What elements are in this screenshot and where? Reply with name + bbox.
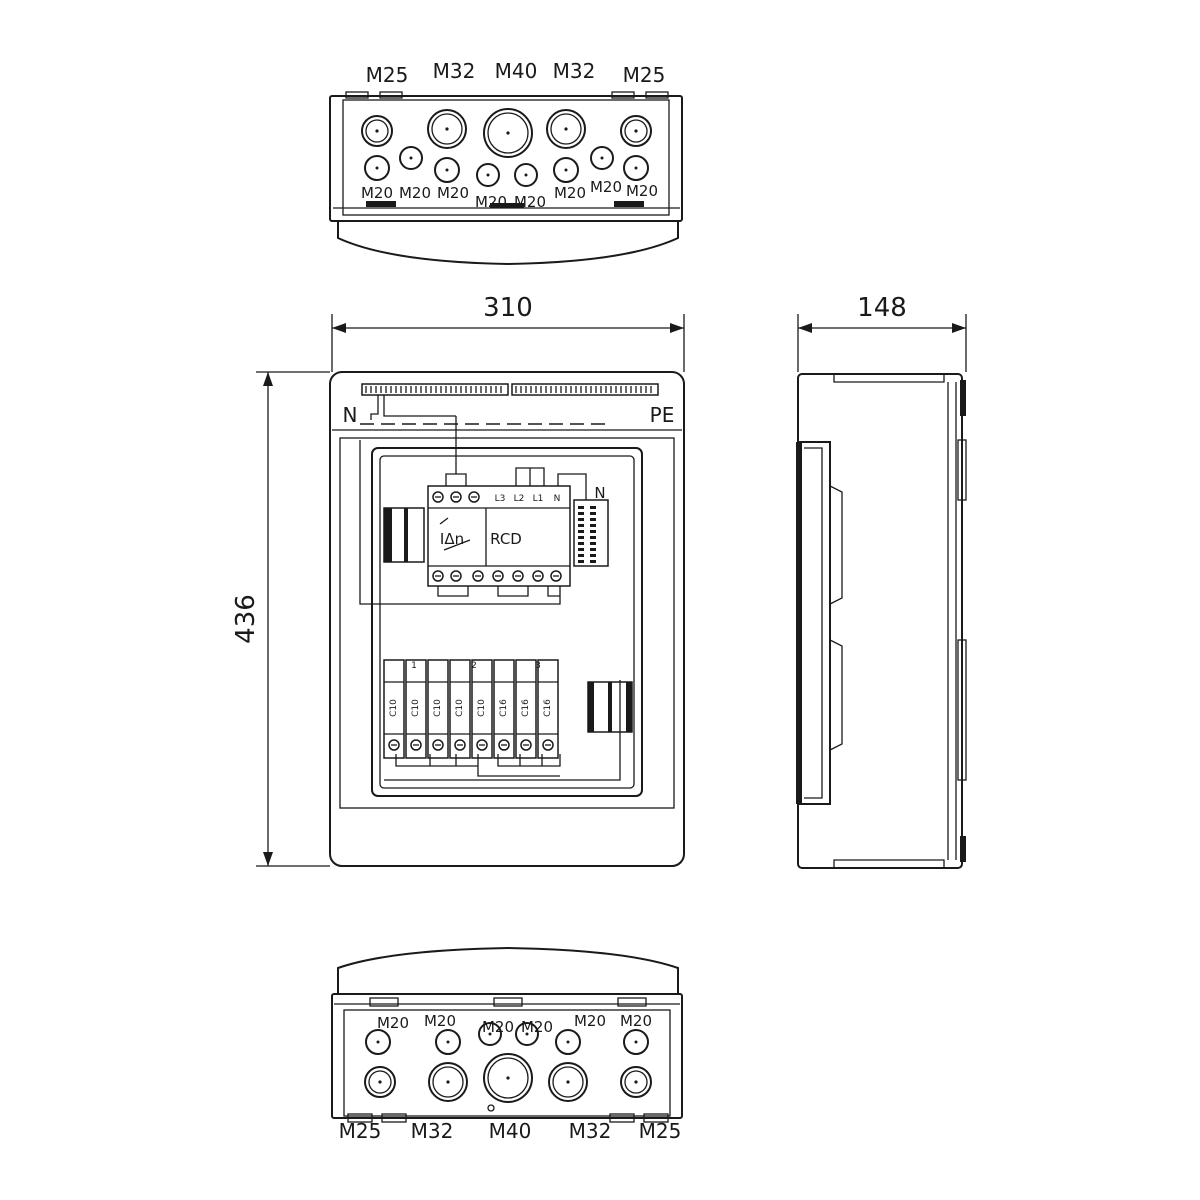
top-label-m20-7: M20 [590, 178, 622, 196]
rcd-blank-module [383, 507, 425, 563]
top-knockout-m40 [483, 108, 533, 158]
bottom-label-m20-1: M20 [377, 1014, 409, 1032]
top-knockout-m32-right [546, 109, 586, 149]
top-knockout-m25-left [361, 115, 393, 147]
top-label-m20-4: M20 [475, 193, 507, 211]
bottom-knockout-m40 [483, 1053, 533, 1103]
n-block-label: N [594, 484, 605, 502]
top-label-m20-8: M20 [626, 182, 658, 200]
mcb-group-1: 1 [411, 661, 417, 671]
front-view: N PE RCD IΔn L3 L2 L1 N [329, 371, 685, 867]
mcb-module: C10 [383, 659, 405, 759]
top-knockout-m25-right [620, 115, 652, 147]
bottom-label-m25-left: M25 [339, 1119, 382, 1143]
top-label-m20-2: M20 [399, 184, 431, 202]
rcd-terminal-n: N [554, 494, 561, 504]
top-label-m25-right: M25 [623, 63, 666, 87]
width-dimension-label: 310 [483, 293, 533, 323]
bottom-lid-outline [337, 946, 679, 994]
top-label-m20-1: M20 [361, 184, 393, 202]
height-dimension: 436 [231, 371, 330, 867]
mcb-module: C10 [405, 659, 427, 759]
bottom-label-m32-left: M32 [411, 1119, 454, 1143]
rcd-terminal-l3: L3 [495, 494, 506, 504]
top-label-m40: M40 [495, 59, 538, 83]
mcb-module: C10 [449, 659, 471, 759]
top-label-m20-5: M20 [514, 193, 546, 211]
bottom-knockout-m25-left [364, 1066, 396, 1098]
mcb-rating-label: C10 [477, 699, 487, 717]
rcd-device: RCD IΔn L3 L2 L1 N [427, 485, 571, 587]
mcb-module: C16 [537, 659, 559, 759]
mcb-rating-label: C10 [411, 699, 421, 717]
n-terminal-block: N [573, 484, 609, 567]
mcb-module: C16 [493, 659, 515, 759]
depth-dimension-label: 148 [857, 293, 907, 323]
bottom-knockout-m25-right [620, 1066, 652, 1098]
mcb-row: C10 C10 C10 C10 C10 C16 C16 C16 1 2 3 [383, 659, 559, 759]
top-label-m32-right: M32 [553, 59, 596, 83]
top-knockout-m32-left [427, 109, 467, 149]
top-knockouts-m20 [364, 146, 649, 187]
top-label-m20-3: M20 [437, 184, 469, 202]
width-dimension: 310 [331, 293, 685, 372]
top-label-m20-6: M20 [554, 184, 586, 202]
bottom-knockout-m32-right [548, 1062, 588, 1102]
pe-label: PE [650, 403, 675, 427]
bottom-label-m40: M40 [489, 1119, 532, 1143]
mcb-rating-label: C10 [433, 699, 443, 717]
rcd-symbol: IΔn [440, 530, 464, 548]
rcd-label: RCD [490, 530, 522, 548]
mcb-blank-module [587, 681, 633, 733]
rcd-terminal-l2: L2 [514, 494, 525, 504]
mcb-group-3: 3 [535, 661, 541, 671]
mcb-rating-label: C10 [455, 699, 465, 717]
mcb-rating-label: C16 [521, 699, 531, 717]
bottom-label-m32-right: M32 [569, 1119, 612, 1143]
bottom-label-m25-right: M25 [639, 1119, 682, 1143]
top-view: M25 M32 M40 M32 M25 M20 M20 M20 M20 M20 … [329, 59, 683, 266]
bottom-view: M20 M20 M20 M20 M20 M20 M25 M32 M40 M32 … [331, 946, 683, 1143]
bottom-label-m20-2: M20 [424, 1012, 456, 1030]
mcb-module: C10 [471, 659, 493, 759]
bottom-label-m20-4: M20 [521, 1018, 553, 1036]
mcb-rating-label: C16 [499, 699, 509, 717]
top-lid-outline [337, 221, 679, 266]
mcb-rating-label: C10 [389, 699, 399, 717]
terminal-strip [361, 383, 659, 396]
mcb-group-2: 2 [471, 661, 477, 671]
bottom-knockout-m32-left [428, 1062, 468, 1102]
n-label: N [343, 403, 358, 427]
top-label-m25-left: M25 [366, 63, 409, 87]
side-view: 148 [796, 293, 967, 869]
bottom-label-m20-6: M20 [620, 1012, 652, 1030]
rcd-terminal-l1: L1 [533, 494, 544, 504]
mcb-module: C16 [515, 659, 537, 759]
mcb-rating-label: C16 [543, 699, 553, 717]
mcb-module: C10 [427, 659, 449, 759]
bottom-knockouts-m20 [365, 1022, 649, 1055]
top-label-m32-left: M32 [433, 59, 476, 83]
bottom-label-m20-3: M20 [482, 1018, 514, 1036]
bottom-label-m20-5: M20 [574, 1012, 606, 1030]
height-dimension-label: 436 [231, 594, 261, 644]
